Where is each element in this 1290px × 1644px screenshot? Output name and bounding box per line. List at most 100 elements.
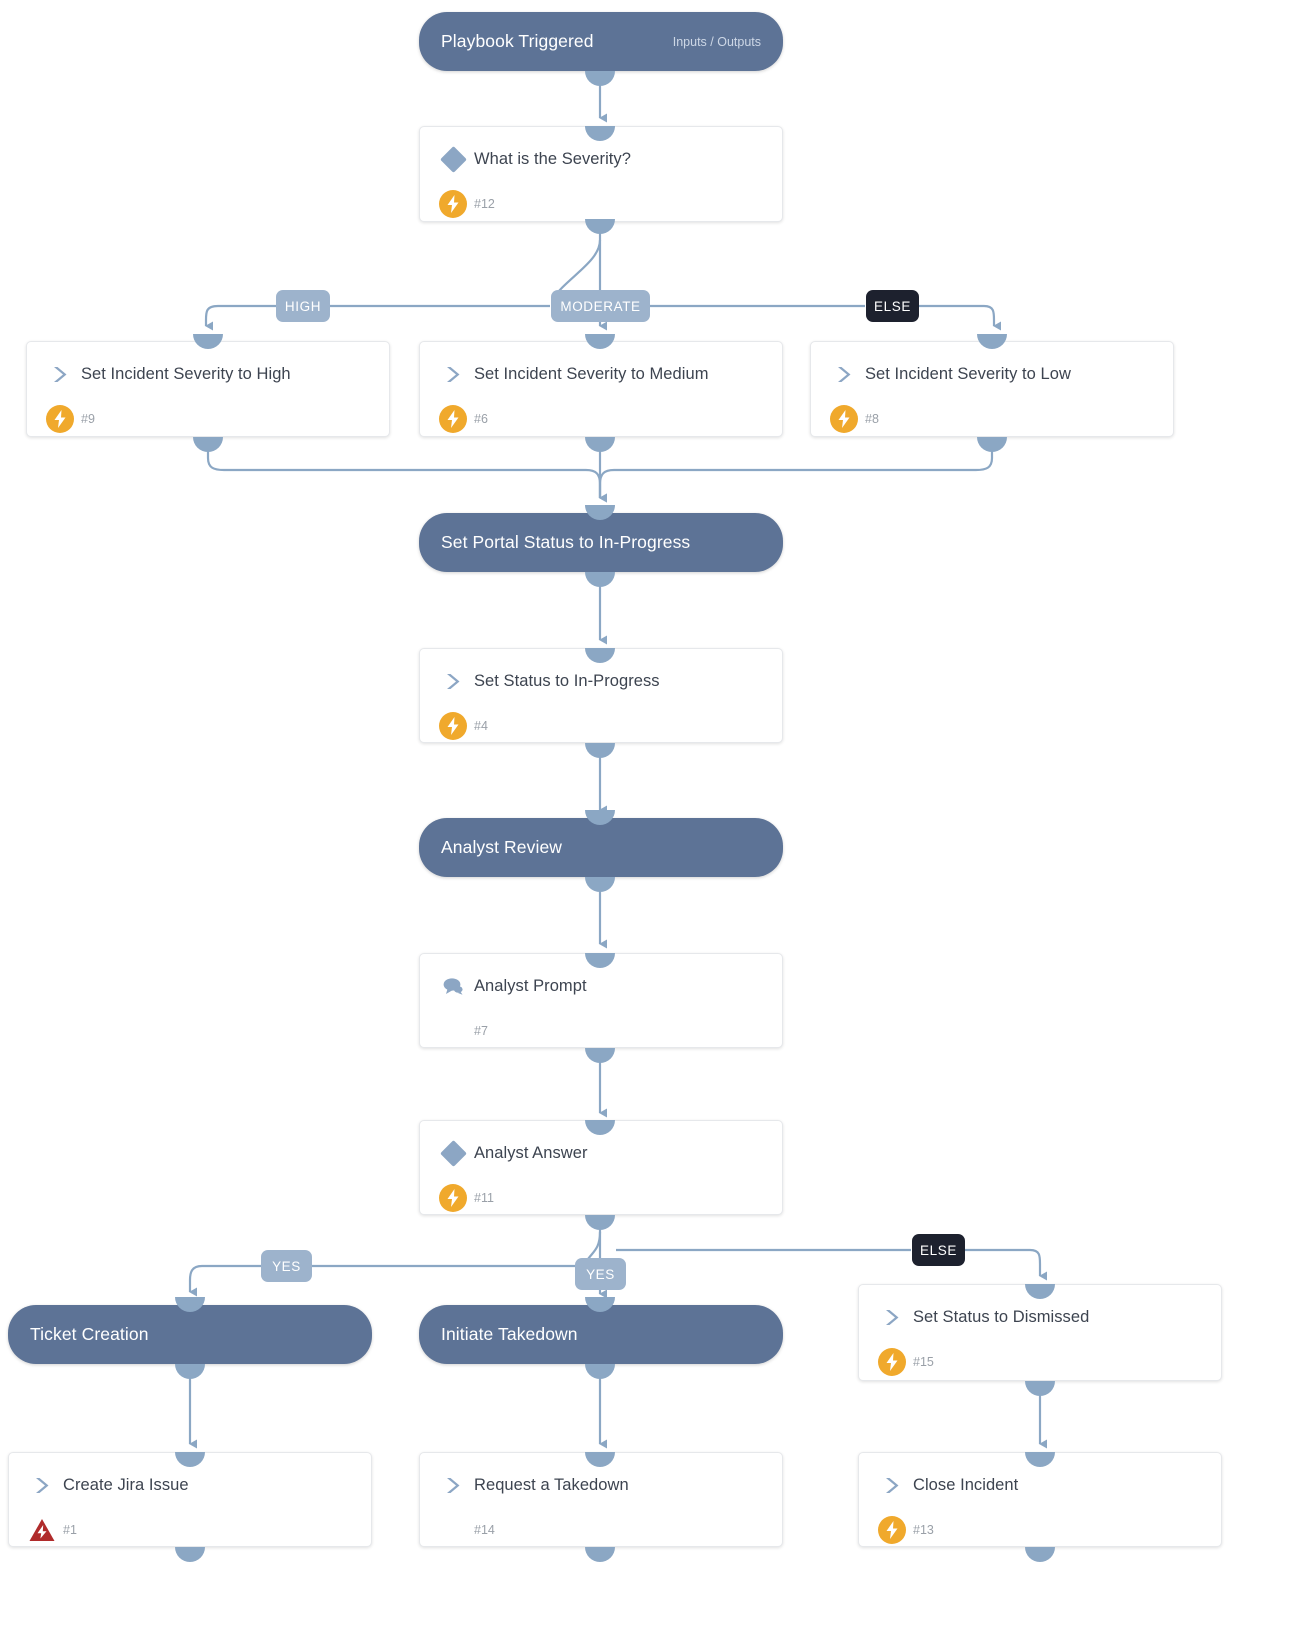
node-title: Analyst Answer — [474, 1143, 588, 1162]
node-analyst-answer[interactable]: Analyst Answer #11 — [419, 1120, 783, 1215]
port-in-request-takedown — [585, 1452, 615, 1467]
status-bolt-icon — [432, 1184, 474, 1212]
port-out-create-jira-issue — [175, 1547, 205, 1562]
node-title: Set Incident Severity to Medium — [474, 364, 709, 383]
port-out-analyst-prompt — [585, 1048, 615, 1063]
port-in-create-jira-issue — [175, 1452, 205, 1467]
node-analyst-prompt[interactable]: Analyst Prompt #7 — [419, 953, 783, 1048]
status-bolt-icon — [823, 405, 865, 433]
node-ref: #4 — [474, 719, 488, 733]
node-ref: #15 — [913, 1355, 934, 1369]
port-out-request-takedown — [585, 1547, 615, 1562]
port-in-set-status-inprogress — [585, 648, 615, 663]
branch-label-high[interactable]: HIGH — [276, 290, 330, 322]
node-what-is-the-severity[interactable]: What is the Severity? #12 — [419, 126, 783, 222]
node-title: Initiate Takedown — [441, 1324, 578, 1344]
port-out-severity-decision — [585, 219, 615, 234]
chevron-right-icon — [21, 1476, 63, 1495]
port-out-severity-medium — [585, 437, 615, 452]
diamond-icon — [432, 1139, 474, 1167]
branch-label-else-severity[interactable]: ELSE — [866, 290, 919, 322]
node-ticket-creation[interactable]: Ticket Creation — [8, 1305, 372, 1364]
port-out-ticket-creation — [175, 1364, 205, 1379]
port-in-initiate-takedown — [585, 1297, 615, 1312]
node-set-status-to-dismissed[interactable]: Set Status to Dismissed #15 — [858, 1284, 1222, 1381]
port-in-severity-decision — [585, 126, 615, 141]
port-in-close-incident — [1025, 1452, 1055, 1467]
node-title: What is the Severity? — [474, 149, 631, 168]
status-bolt-icon — [432, 712, 474, 740]
node-ref: #13 — [913, 1523, 934, 1537]
status-none — [432, 1516, 474, 1544]
node-close-incident[interactable]: Close Incident #13 — [858, 1452, 1222, 1547]
chevron-right-icon — [823, 365, 865, 384]
port-in-analyst-review — [585, 810, 615, 825]
node-ref: #1 — [63, 1523, 77, 1537]
branch-label-yes-ticket[interactable]: YES — [261, 1250, 312, 1282]
branch-label-yes-takedown[interactable]: YES — [575, 1258, 626, 1290]
node-set-incident-severity-to-medium[interactable]: Set Incident Severity to Medium #6 — [419, 341, 783, 437]
branch-label-else-answer[interactable]: ELSE — [912, 1234, 965, 1266]
node-set-incident-severity-to-low[interactable]: Set Incident Severity to Low #8 — [810, 341, 1174, 437]
port-out-close-incident — [1025, 1547, 1055, 1562]
chevron-right-icon — [432, 1476, 474, 1495]
port-in-analyst-answer — [585, 1120, 615, 1135]
status-bolt-icon — [871, 1348, 913, 1376]
status-bolt-icon — [432, 405, 474, 433]
port-in-severity-medium — [585, 334, 615, 349]
node-title: Set Status to In-Progress — [474, 671, 660, 690]
chevron-right-icon — [871, 1476, 913, 1495]
port-in-analyst-prompt — [585, 953, 615, 968]
node-create-jira-issue[interactable]: Create Jira Issue #1 — [8, 1452, 372, 1547]
node-title: Analyst Review — [441, 837, 563, 857]
chevron-right-icon — [871, 1308, 913, 1327]
node-title: Analyst Prompt — [474, 976, 587, 995]
diamond-icon — [432, 145, 474, 173]
port-in-severity-low — [977, 334, 1007, 349]
branch-label-moderate[interactable]: MODERATE — [551, 290, 650, 322]
node-set-portal-status-to-in-progress[interactable]: Set Portal Status to In-Progress — [419, 513, 783, 572]
port-out-severity-low — [977, 437, 1007, 452]
node-title: Close Incident — [913, 1475, 1019, 1494]
node-ref: #14 — [474, 1523, 495, 1537]
node-title: Ticket Creation — [30, 1324, 149, 1344]
chevron-right-icon — [39, 365, 81, 384]
port-out-initiate-takedown — [585, 1364, 615, 1379]
node-title: Set Incident Severity to Low — [865, 364, 1071, 383]
node-analyst-review[interactable]: Analyst Review — [419, 818, 783, 877]
chevron-right-icon — [432, 365, 474, 384]
node-title: Set Status to Dismissed — [913, 1307, 1090, 1326]
node-ref: #9 — [81, 412, 95, 426]
node-ref: #11 — [474, 1191, 494, 1205]
node-ref: #6 — [474, 412, 488, 426]
node-title: Request a Takedown — [474, 1475, 629, 1494]
chevron-right-icon — [432, 672, 474, 691]
port-in-set-status-dismissed — [1025, 1284, 1055, 1299]
port-out-set-status-inprogress — [585, 743, 615, 758]
node-initiate-takedown[interactable]: Initiate Takedown — [419, 1305, 783, 1364]
port-in-ticket-creation — [175, 1297, 205, 1312]
port-in-portal-status — [585, 505, 615, 520]
status-warning-icon — [21, 1518, 63, 1542]
node-title: Set Incident Severity to High — [81, 364, 291, 383]
port-out-set-status-dismissed — [1025, 1381, 1055, 1396]
node-ref: #12 — [474, 197, 495, 211]
node-title: Set Portal Status to In-Progress — [441, 532, 691, 552]
port-in-severity-high — [193, 334, 223, 349]
inputs-outputs-label: Inputs / Outputs — [672, 34, 761, 49]
chat-bubble-icon — [432, 977, 474, 995]
node-ref: #7 — [474, 1024, 488, 1038]
node-title: Playbook Triggered — [441, 31, 594, 51]
node-title: Create Jira Issue — [63, 1475, 189, 1494]
node-ref: #8 — [865, 412, 879, 426]
node-playbook-triggered[interactable]: Playbook Triggered Inputs / Outputs — [419, 12, 783, 71]
port-out-trigger — [585, 71, 615, 86]
port-out-portal-status — [585, 572, 615, 587]
node-set-incident-severity-to-high[interactable]: Set Incident Severity to High #9 — [26, 341, 390, 437]
port-out-analyst-review — [585, 877, 615, 892]
status-bolt-icon — [432, 190, 474, 218]
status-none — [432, 1017, 474, 1045]
port-out-analyst-answer — [585, 1215, 615, 1230]
status-bolt-icon — [871, 1516, 913, 1544]
